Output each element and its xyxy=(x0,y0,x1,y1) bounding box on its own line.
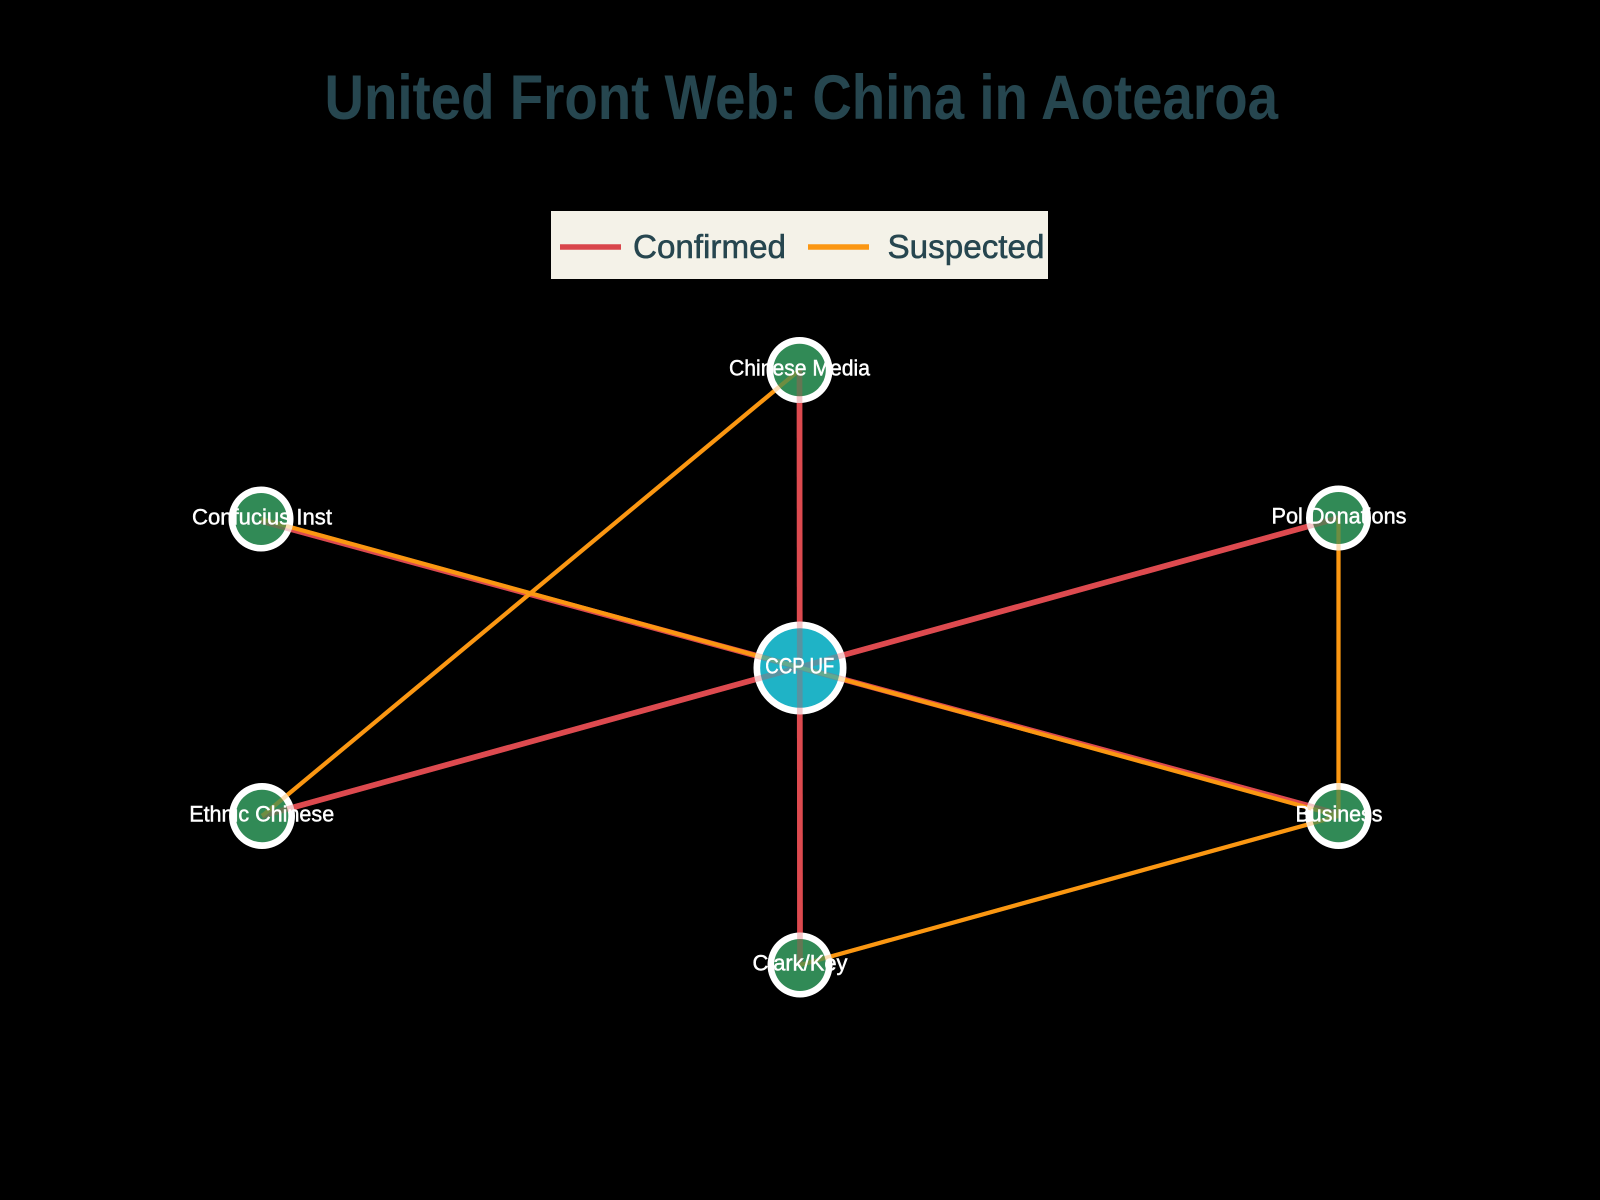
svg-text:Suspected: Suspected xyxy=(888,229,1045,266)
svg-text:Confirmed: Confirmed xyxy=(633,229,786,266)
svg-text:Ethnic Chinese: Ethnic Chinese xyxy=(189,802,334,827)
svg-text:Pol Donations: Pol Donations xyxy=(1272,504,1407,529)
svg-text:Business: Business xyxy=(1296,802,1383,827)
svg-text:Confucius Inst: Confucius Inst xyxy=(192,505,332,530)
svg-text:United Front Web: China in Aot: United Front Web: China in Aotearoa xyxy=(325,63,1279,133)
svg-text:Chinese Media: Chinese Media xyxy=(729,356,871,381)
svg-text:CCP UF: CCP UF xyxy=(765,654,834,679)
svg-text:Clark/Key: Clark/Key xyxy=(753,951,848,976)
